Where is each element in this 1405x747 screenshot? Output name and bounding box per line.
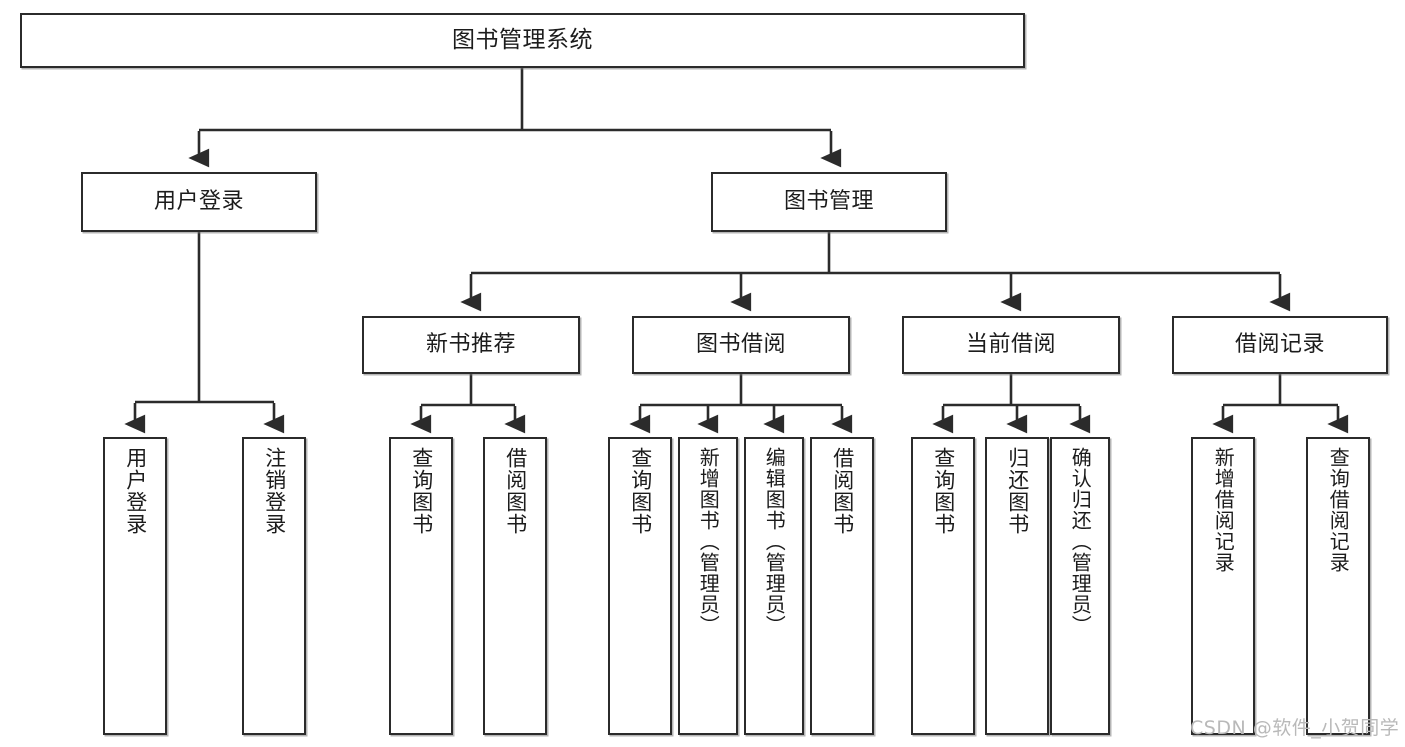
edges-newbookrec-to-leaves [410,374,526,434]
node-leaf-edit-book[interactable]: 编辑图书（管理员） [744,437,804,735]
node-label: 查询图书 [628,447,653,535]
edges-bookmanage-to-level2 [460,232,1291,312]
node-leaf-return-book[interactable]: 归还图书 [985,437,1049,735]
node-label: 归还图书 [1005,447,1030,535]
node-label: 借阅图书 [830,447,855,535]
node-user-login[interactable]: 用户登录 [81,172,317,232]
node-root-system[interactable]: 图书管理系统 [20,13,1025,68]
node-label: 新增图书（管理员） [696,447,721,636]
node-label: 新书推荐 [425,332,516,358]
node-leaf-user-logout[interactable]: 注销登录 [242,437,306,735]
node-leaf-user-login[interactable]: 用户登录 [103,437,167,735]
node-leaf-borrow-book-2[interactable]: 借阅图书 [810,437,874,735]
node-leaf-add-record[interactable]: 新增借阅记录 [1191,437,1255,735]
node-label: 图书管理系统 [452,27,593,54]
edges-root-to-level1 [188,68,842,168]
node-label: 用户登录 [153,189,244,215]
node-current-borrow[interactable]: 当前借阅 [902,316,1120,374]
node-label: 注销登录 [262,447,287,535]
node-label: 查询借阅记录 [1326,447,1351,573]
edges-currentborrow-to-leaves [932,374,1091,434]
edges-borrowrecord-to-leaves [1212,374,1349,434]
node-label: 用户登录 [123,447,148,535]
node-book-manage[interactable]: 图书管理 [711,172,947,232]
node-new-book-rec[interactable]: 新书推荐 [362,316,580,374]
node-leaf-query-book-2[interactable]: 查询图书 [608,437,672,735]
node-book-borrow[interactable]: 图书借阅 [632,316,850,374]
watermark-text: CSDN @软件_小贺同学 [1190,717,1400,739]
node-leaf-query-book-1[interactable]: 查询图书 [389,437,453,735]
edges-bookborrow-to-leaves [629,374,853,434]
node-label: 借阅图书 [503,447,528,535]
node-leaf-add-book[interactable]: 新增图书（管理员） [678,437,738,735]
node-label: 当前借阅 [965,332,1056,358]
node-leaf-borrow-book-1[interactable]: 借阅图书 [483,437,547,735]
node-label: 借阅记录 [1234,332,1325,358]
node-label: 图书借阅 [695,332,786,358]
node-label: 查询图书 [931,447,956,535]
node-label: 查询图书 [409,447,434,535]
node-label: 新增借阅记录 [1211,447,1236,573]
node-label: 图书管理 [783,189,874,215]
node-borrow-record[interactable]: 借阅记录 [1172,316,1388,374]
node-leaf-query-book-3[interactable]: 查询图书 [911,437,975,735]
edges-userlogin-to-leaves [124,232,285,434]
node-label: 确认归还（管理员） [1068,447,1093,636]
node-leaf-confirm-return[interactable]: 确认归还（管理员） [1050,437,1110,735]
node-label: 编辑图书（管理员） [762,447,787,636]
node-leaf-query-record[interactable]: 查询借阅记录 [1306,437,1370,735]
